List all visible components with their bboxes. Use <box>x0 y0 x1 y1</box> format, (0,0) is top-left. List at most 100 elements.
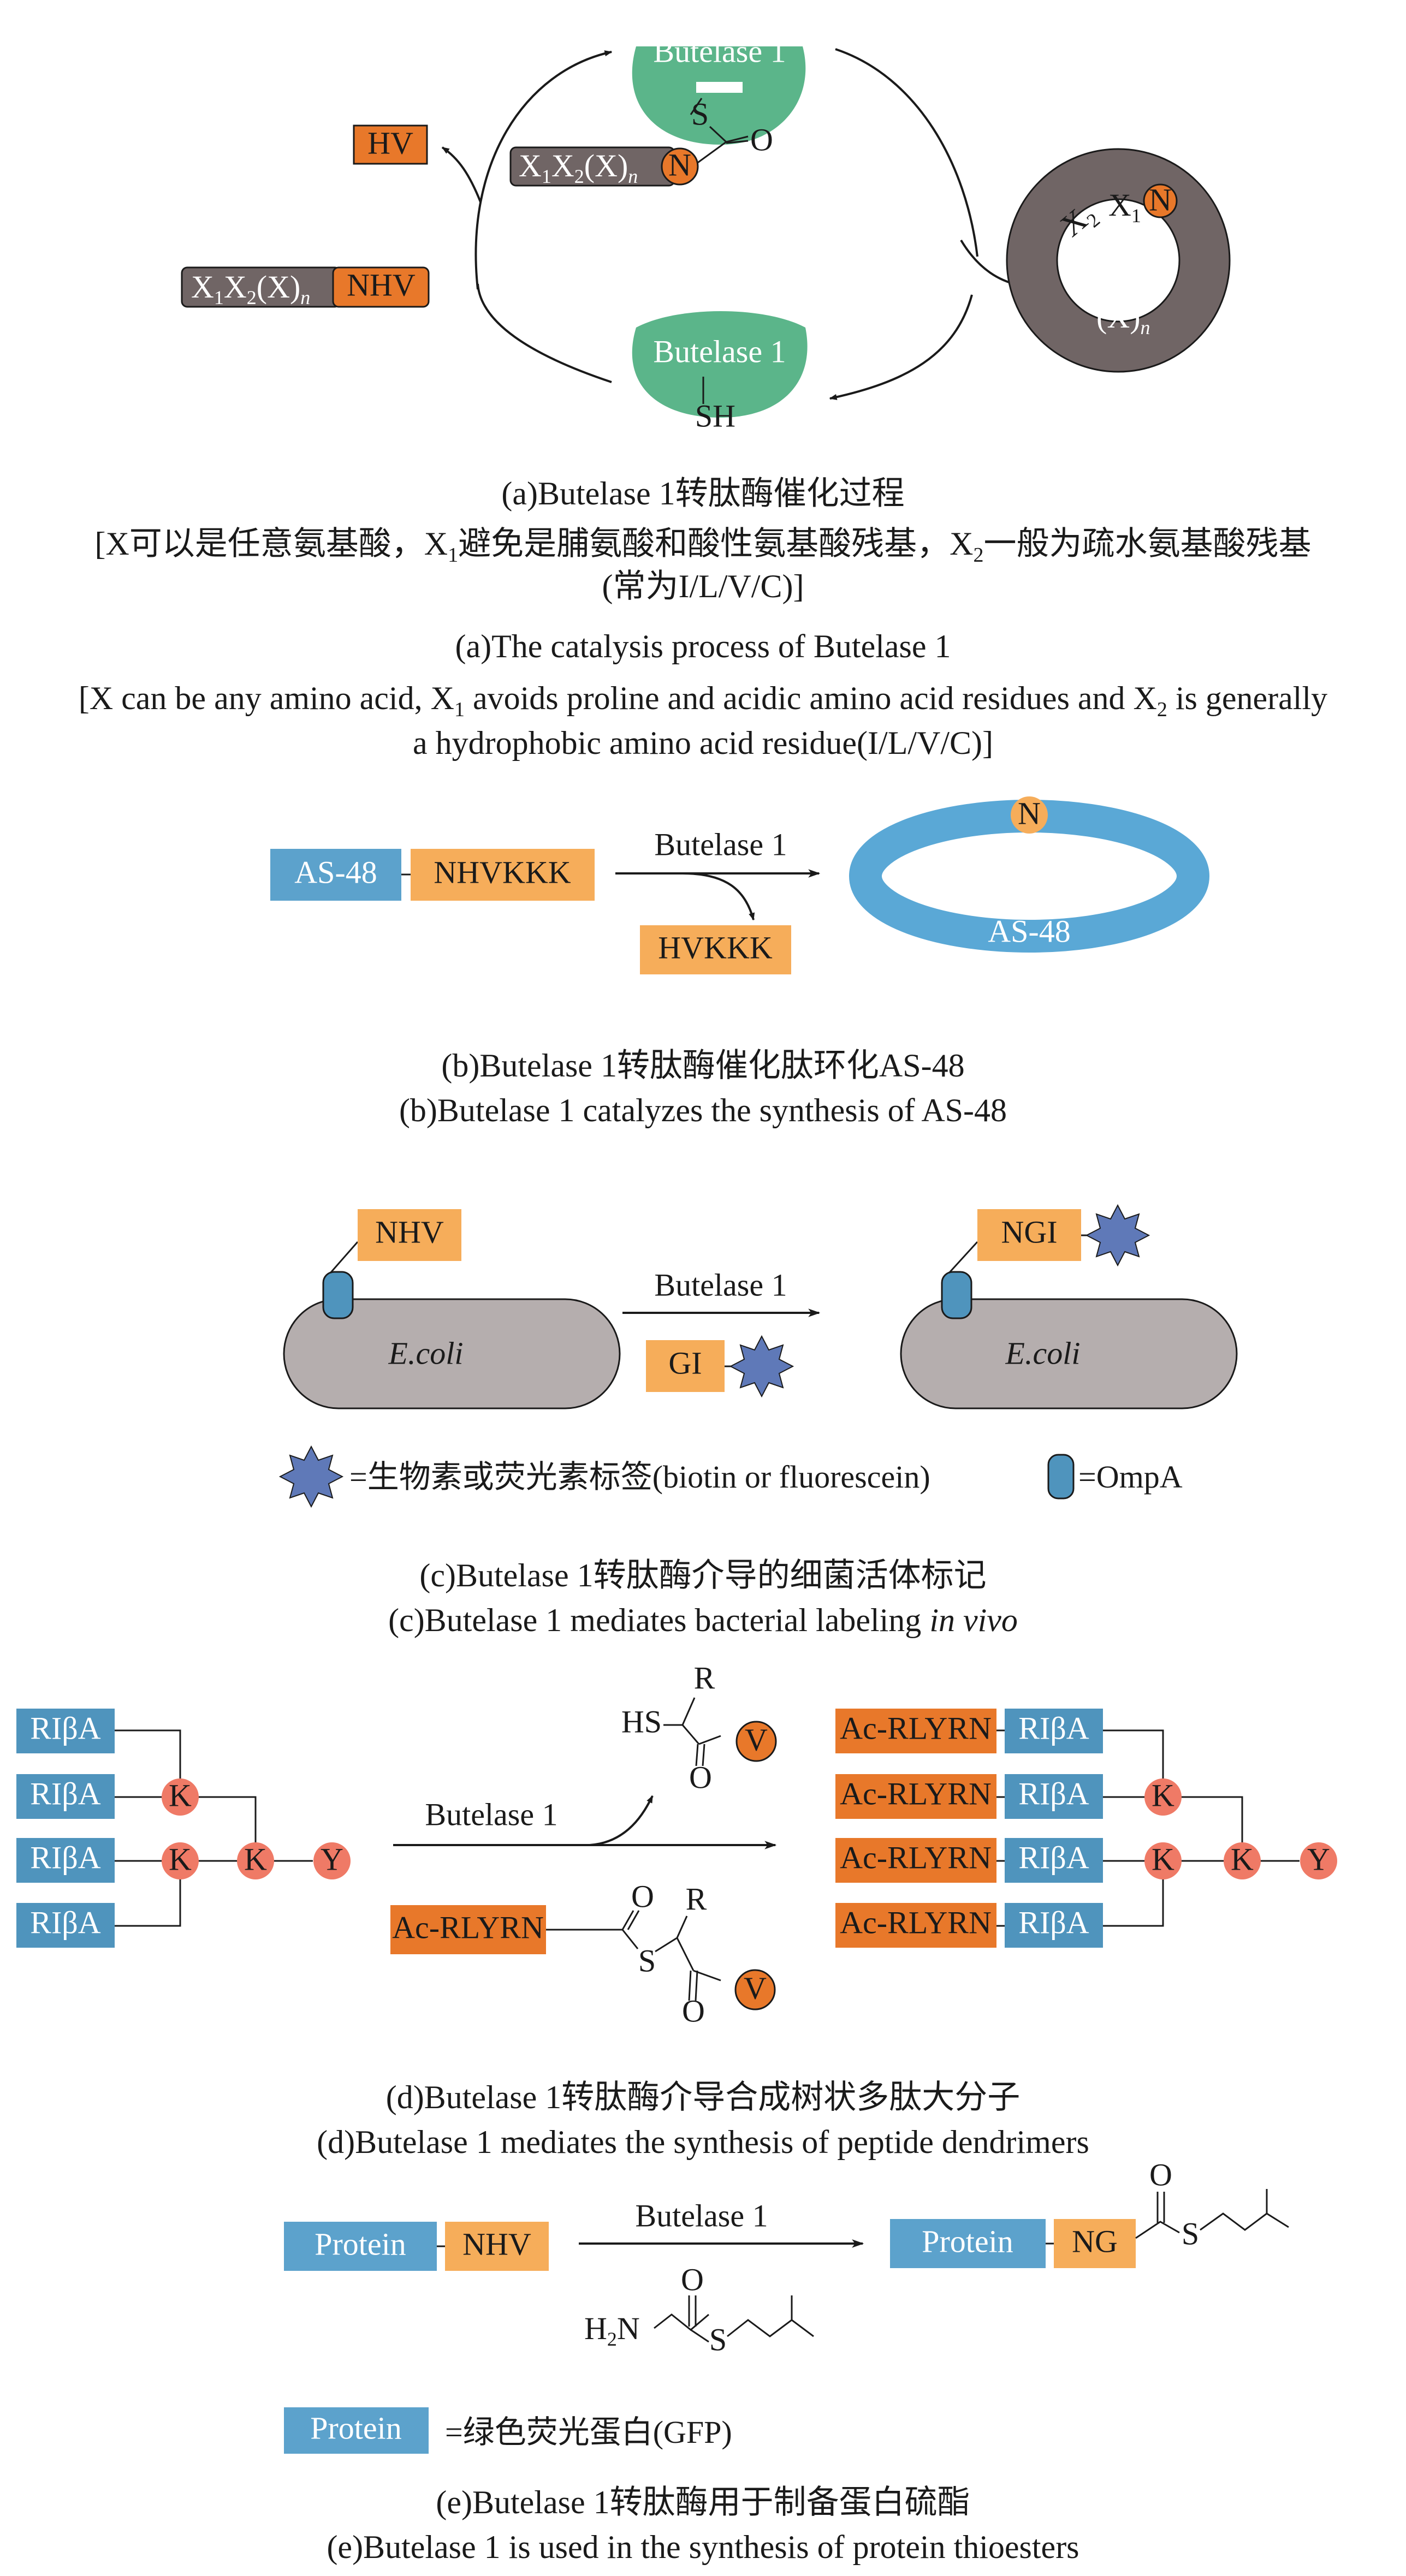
enzyme-label-c: Butelase 1 <box>654 1267 787 1302</box>
ribeta-box <box>16 1838 115 1883</box>
svg-text:V: V <box>744 1970 767 2006</box>
ecoli-left <box>283 1298 621 1409</box>
svg-text:Ac-RLYRN: Ac-RLYRN <box>840 1710 992 1746</box>
svg-text:RIβA: RIβA <box>30 1905 101 1940</box>
as48-label: AS-48 <box>294 854 377 890</box>
panel-a: Butelase 1 S O X1X2(X)n N HV X1X2(X)n NH… <box>181 33 1231 433</box>
svg-text:RIβA: RIβA <box>30 1710 101 1746</box>
dendrimer-left: RIβA RIβA RIβA RIβA K K K Y <box>16 1709 351 1948</box>
legend-protein-box <box>284 2407 429 2454</box>
svg-text:X1: X1 <box>1108 187 1141 227</box>
nhv-label: NHV <box>347 267 416 302</box>
ompa-right <box>941 1271 972 1319</box>
svg-text:K: K <box>1152 1841 1174 1877</box>
prod-protein-box <box>890 2219 1046 2268</box>
cycle-arrow-top-right <box>835 48 978 257</box>
lys-node <box>1144 1778 1182 1816</box>
svg-text:S: S <box>709 2322 727 2357</box>
caption-d-en: (d)Butelase 1 mediates the synthesis of … <box>317 2124 1089 2160</box>
lys-node <box>1144 1842 1182 1879</box>
svg-text:Ac-RLYRN: Ac-RLYRN <box>840 1776 992 1811</box>
gi-label: GI <box>668 1345 702 1381</box>
legend-ompa-text: =OmpA <box>1078 1459 1183 1495</box>
svg-text:K: K <box>1231 1841 1254 1877</box>
svg-text:Ac-RLYRN: Ac-RLYRN <box>840 1840 992 1875</box>
butelase-bottom-enzyme <box>632 311 808 418</box>
hvkkk-box <box>640 925 791 974</box>
hvkkk-label: HVKKK <box>658 930 773 965</box>
ng-box <box>1054 2219 1136 2268</box>
oxygen-atom: O <box>750 122 773 157</box>
svg-text:H2N: H2N <box>584 2311 640 2350</box>
panel-b: AS-48 NHVKKK Butelase 1 HVKKK N AS-48 <box>270 795 1209 974</box>
dendrimer-right: Ac-RLYRN Ac-RLYRN Ac-RLYRN Ac-RLYRN RIβA… <box>835 1709 1337 1948</box>
as48-box <box>270 849 401 901</box>
svg-text:X1X2(X)n: X1X2(X)n <box>519 148 638 187</box>
svg-text:O: O <box>682 1993 705 2028</box>
butelase-top-enzyme <box>632 46 806 145</box>
enzyme-top-label: Butelase 1 <box>653 33 786 69</box>
caption-b-zh: (b)Butelase 1转肽酶催化肽环化AS-48 <box>441 1048 965 1084</box>
prod-ac-box <box>835 1709 996 1753</box>
ac-rlyrn-label: Ac-RLYRN <box>392 1909 544 1945</box>
val-circle <box>735 1721 777 1762</box>
caption-a-en-2: [X can be any amino acid, X1 avoids prol… <box>78 680 1328 721</box>
ecoli-right-label: E.coli <box>1005 1335 1081 1371</box>
lys-node <box>237 1842 274 1879</box>
enzyme-label-b: Butelase 1 <box>654 826 787 862</box>
ribeta-box <box>16 1709 115 1753</box>
ecoli-left-label: E.coli <box>388 1335 464 1371</box>
nhv-box-e <box>445 2222 549 2271</box>
svg-text:Ac-RLYRN: Ac-RLYRN <box>840 1905 992 1940</box>
ribeta-box <box>16 1903 115 1948</box>
caption-a-zh-2: [X可以是任意氨基酸，X1避免是脯氨酸和酸性氨基酸残基，X2一般为疏水氨基酸残基 <box>94 526 1312 567</box>
svg-text:S: S <box>638 1943 656 1978</box>
caption-e-zh: (e)Butelase 1转肽酶用于制备蛋白硫酯 <box>436 2484 970 2520</box>
ring-asn-label: N <box>1149 182 1172 217</box>
svg-text:K: K <box>169 1841 192 1877</box>
caption-c-zh: (c)Butelase 1转肽酶介导的细菌活体标记 <box>419 1557 987 1593</box>
ng-label: NG <box>1072 2223 1118 2259</box>
asn-residue-circle <box>661 147 699 186</box>
lys-node <box>162 1778 199 1816</box>
ring-asn-circle <box>1143 183 1178 218</box>
protein-box <box>284 2222 437 2271</box>
prod-ac-box <box>835 1774 996 1819</box>
prod-protein-label: Protein <box>922 2223 1013 2259</box>
enzyme-label-e: Butelase 1 <box>635 2198 768 2233</box>
svg-text:O: O <box>1149 2157 1172 2192</box>
svg-text:Y: Y <box>321 1841 343 1877</box>
prod-ribeta-box <box>1005 1709 1103 1753</box>
caption-c-en: (c)Butelase 1 mediates bacterial labelin… <box>388 1602 1018 1638</box>
prod-ribeta-box <box>1005 1774 1103 1819</box>
prod-ribeta-box <box>1005 1903 1103 1948</box>
hs-label: HS <box>621 1704 662 1739</box>
ribeta-box <box>16 1774 115 1819</box>
svg-text:RIβA: RIβA <box>1018 1905 1089 1940</box>
cycle-arrow-bottom-left <box>477 283 612 383</box>
panel-d: RIβA RIβA RIβA RIβA K K K Y Butelase 1 <box>16 1660 1337 2028</box>
ac-rlyrn-box <box>390 1905 546 1954</box>
label-star-ngi <box>1085 1204 1150 1267</box>
ompa-left <box>322 1271 354 1319</box>
caption-a-zh-3: (常为I/L/V/C)] <box>602 568 804 604</box>
panel-c: E.coli NHV Butelase 1 GI E.coli NGI =生物素… <box>278 1204 1238 1508</box>
caption-a-zh-1: (a)Butelase 1转肽酶催化过程 <box>501 475 905 511</box>
svg-text:S: S <box>1182 2216 1199 2251</box>
as48-ring-label: AS-48 <box>988 913 1070 949</box>
tyr-node <box>1300 1842 1337 1879</box>
ecoli-right <box>900 1298 1238 1409</box>
caption-d-zh: (d)Butelase 1转肽酶介导合成树状多肽大分子 <box>385 2079 1021 2115</box>
svg-text:K: K <box>244 1841 267 1877</box>
legend-gfp-text: =绿色荧光蛋白(GFP) <box>445 2414 732 2450</box>
svg-text:RIβA: RIβA <box>1018 1840 1089 1875</box>
nhv-box <box>332 266 430 308</box>
enzyme-bottom-label: Butelase 1 <box>653 334 786 369</box>
caption-a-en-1: (a)The catalysis process of Butelase 1 <box>455 628 951 664</box>
svg-text:K: K <box>1152 1777 1174 1813</box>
gi-box <box>646 1340 725 1392</box>
svg-text:O: O <box>631 1878 654 1914</box>
legend-ompa-icon <box>1047 1454 1075 1500</box>
svg-text:V: V <box>745 1722 768 1757</box>
